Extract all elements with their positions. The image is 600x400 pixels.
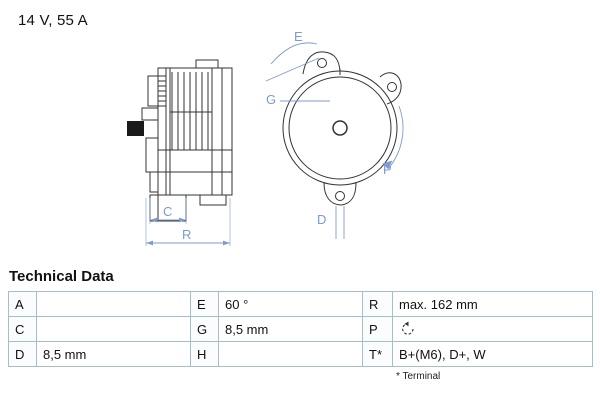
spec-label-r: R xyxy=(362,291,393,317)
spec-label-g: G xyxy=(190,316,219,342)
mounting-hole-top xyxy=(317,58,327,68)
spec-value-t: B+(M6), D+, W xyxy=(392,341,593,367)
spec-label-d: D xyxy=(8,341,37,367)
terminal-footnote: * Terminal xyxy=(396,371,441,382)
spec-value-d: 8,5 mm xyxy=(36,341,191,367)
spec-value-r: max. 162 mm xyxy=(392,291,593,317)
spec-value-h xyxy=(218,341,363,367)
dim-label-c: C xyxy=(163,204,172,219)
dim-label-e: E xyxy=(294,29,303,44)
spec-label-p: P xyxy=(362,316,393,342)
front-view-drawing xyxy=(282,51,402,206)
technical-data-section: Technical Data A E 60 ° R max. 162 mm C … xyxy=(0,268,600,382)
rotation-direction-icon xyxy=(402,321,414,335)
alternator-diagram: E G P D C R xyxy=(127,29,404,246)
spec-label-c: C xyxy=(8,316,37,342)
table-row: D 8,5 mm H T* B+(M6), D+, W xyxy=(8,341,593,367)
table-row: C G 8,5 mm P xyxy=(8,316,593,342)
spec-label-e: E xyxy=(190,291,219,317)
technical-data-heading: Technical Data xyxy=(9,268,114,285)
spec-value-p xyxy=(392,316,593,342)
shaft-center-hole xyxy=(332,120,348,136)
spec-value-a xyxy=(36,291,191,317)
dim-label-r: R xyxy=(182,227,191,242)
spec-label-t: T* xyxy=(362,341,393,367)
spec-label-a: A xyxy=(8,291,37,317)
mounting-hole-right xyxy=(387,82,397,92)
spec-value-c xyxy=(36,316,191,342)
dimension-lines xyxy=(145,42,404,246)
terminal-connector-block xyxy=(127,121,144,136)
technical-data-table: A E 60 ° R max. 162 mm C G 8,5 mm P xyxy=(8,291,593,367)
dim-label-d: D xyxy=(317,212,326,227)
dimension-arrowheads xyxy=(146,160,393,246)
side-view-drawing xyxy=(127,59,233,222)
spec-value-e: 60 ° xyxy=(218,291,363,317)
spec-value-g: 8,5 mm xyxy=(218,316,363,342)
dim-label-p: P xyxy=(383,162,392,177)
table-row: A E 60 ° R max. 162 mm xyxy=(8,291,593,317)
mounting-hole-bottom xyxy=(335,191,345,201)
spec-label-h: H xyxy=(190,341,219,367)
dim-label-g: G xyxy=(266,92,276,107)
spec-title: 14 V, 55 A xyxy=(18,12,88,29)
